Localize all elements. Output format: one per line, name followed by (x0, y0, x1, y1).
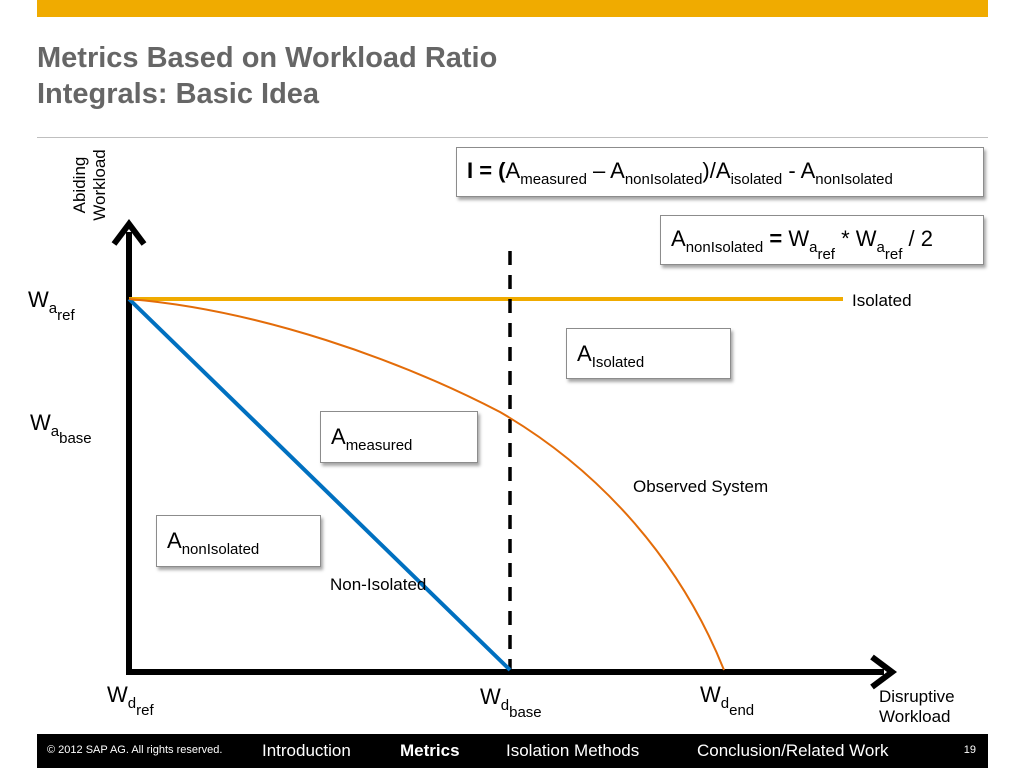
top-accent-bar (37, 0, 988, 17)
y-axis-title-line-2: Workload (90, 149, 109, 221)
nav-metrics[interactable]: Metrics (400, 741, 460, 760)
slide-title: Metrics Based on Workload Ratio Integral… (37, 40, 497, 112)
non-isolated-label: Non-Isolated (330, 575, 427, 594)
label-wd-end: Wdend (700, 682, 755, 719)
slide-title-line-2: Integrals: Basic Idea (37, 78, 320, 110)
label-wd-ref: Wdref (107, 682, 154, 719)
copyright-text: © 2012 SAP AG. All rights reserved. (47, 744, 223, 756)
observed-system-curve (128, 298, 725, 671)
nav-isolation-methods[interactable]: Isolation Methods (506, 741, 640, 760)
nav-conclusion-related-work[interactable]: Conclusion/Related Work (697, 741, 889, 760)
x-axis-title-line-2: Workload (879, 707, 951, 726)
x-axis-title-line-1: Disruptive (879, 687, 955, 706)
x-axis-arrowhead (870, 654, 897, 690)
isolated-label: Isolated (852, 291, 912, 310)
area-non-isolated-box: AnonIsolated (156, 515, 321, 567)
x-axis-title: Disruptive Workload (879, 687, 955, 727)
y-axis-title-line-1: Abiding (70, 156, 89, 214)
title-divider (37, 137, 988, 138)
formula-integral-box: I = (Ameasured – AnonIsolated)/Aisolated… (456, 147, 984, 197)
label-wa-base: Wabase (30, 410, 92, 447)
nav-introduction[interactable]: Introduction (262, 741, 351, 760)
non-isolated-line (127, 297, 512, 672)
y-axis-title: Abiding Workload (70, 140, 110, 230)
area-isolated-box: AIsolated (566, 328, 731, 379)
observed-system-label: Observed System (633, 477, 769, 496)
label-wd-base: Wdbase (480, 684, 542, 721)
label-wa-ref: Waref (28, 287, 75, 324)
y-axis-arrowhead (111, 219, 147, 246)
area-measured-box: Ameasured (320, 411, 478, 463)
formula-non-isolated-area-box: AnonIsolated = Waref * Waref / 2 (660, 215, 984, 265)
footer-bar: © 2012 SAP AG. All rights reserved. Intr… (37, 734, 988, 768)
page-number: 19 (963, 744, 976, 756)
slide-title-line-1: Metrics Based on Workload Ratio (37, 42, 498, 74)
